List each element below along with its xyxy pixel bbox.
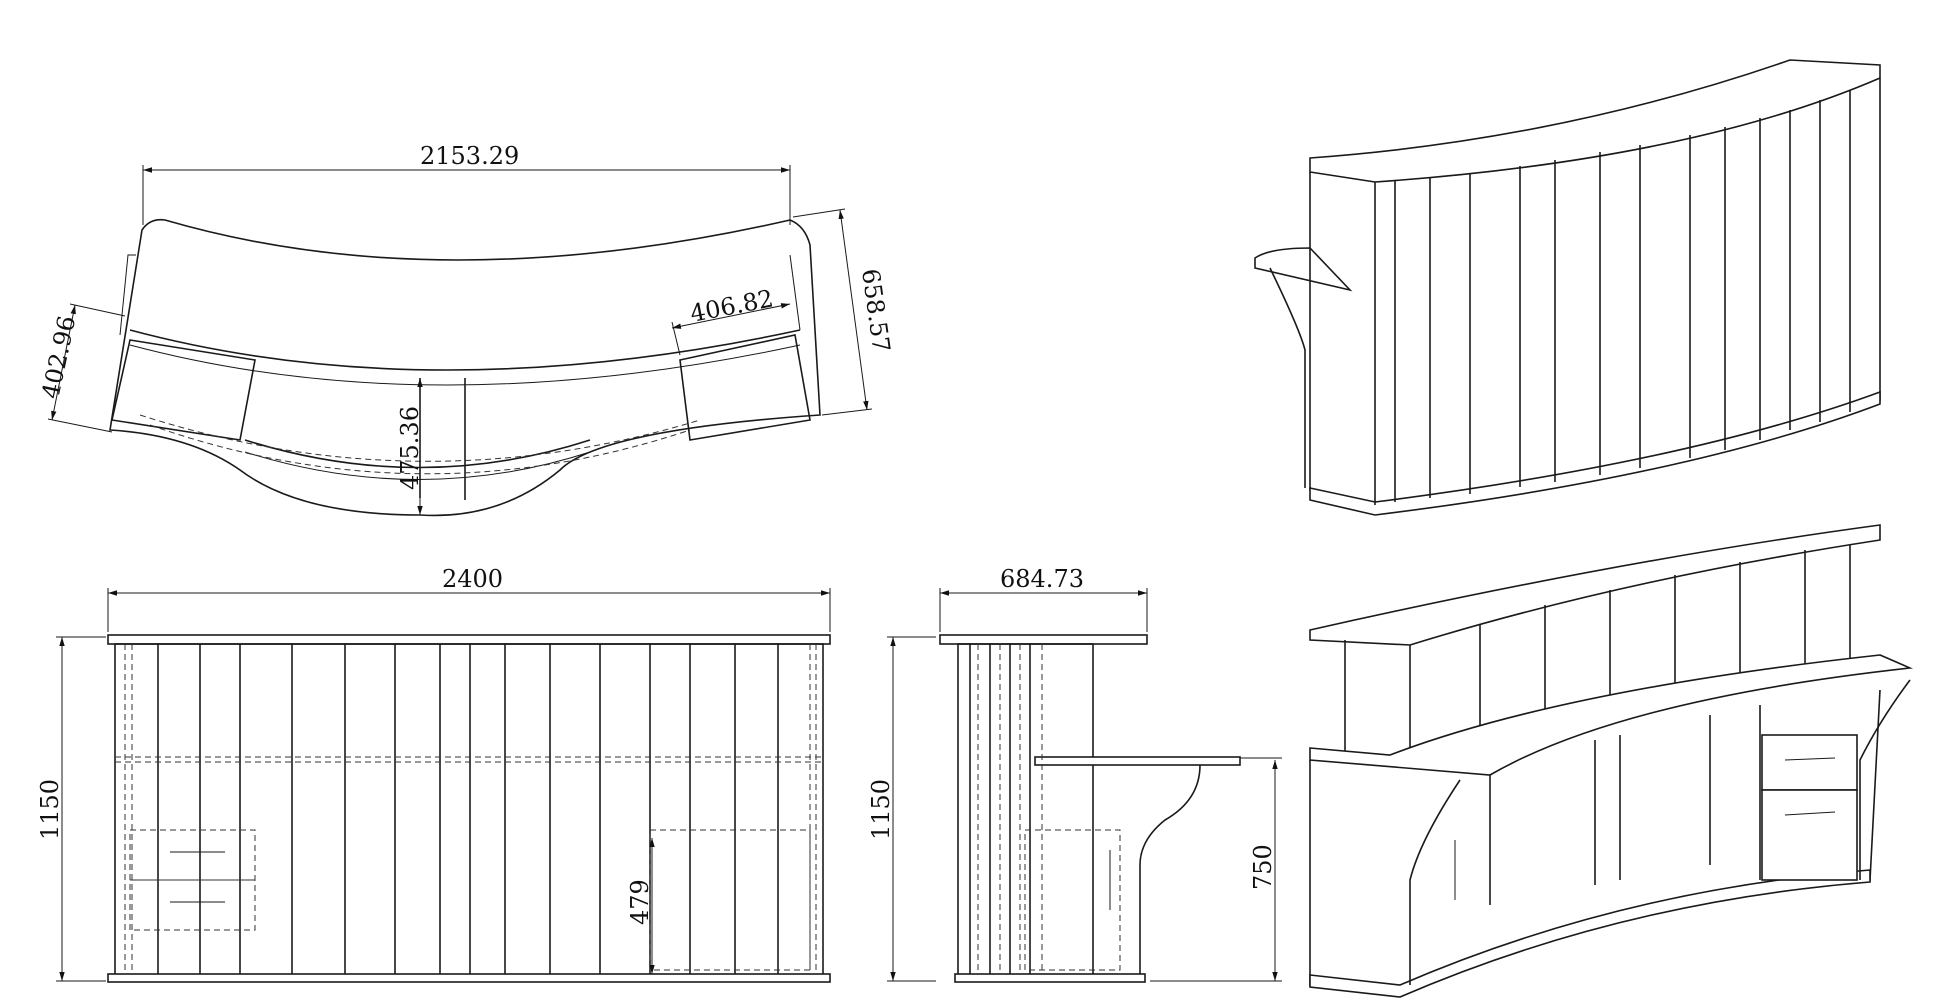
front-view: 2400 1150 479 (36, 565, 831, 983)
iso-drawer-bottom (1761, 789, 1858, 881)
dim-top-inner-depth: 475.36 (396, 406, 424, 490)
iso-back-slats (1374, 90, 1851, 505)
iso-drawer-top (1761, 734, 1858, 791)
dim-top-right-side: 406.82 (688, 284, 776, 328)
dim-front-height: 1150 (36, 779, 64, 840)
dim-top-width: 2153.29 (420, 142, 519, 170)
dim-side-height: 1150 (867, 779, 895, 840)
dim-side-counter-height: 750 (1249, 844, 1277, 890)
dim-top-depth: 658.57 (856, 267, 895, 354)
iso-view-front (1309, 524, 1914, 998)
top-view: 2153.29 658.57 402.96 406.82 475.36 (36, 142, 895, 517)
dim-front-width: 2400 (442, 565, 503, 593)
front-slats (157, 644, 779, 974)
dim-side-depth: 684.73 (1000, 565, 1084, 593)
dim-top-left-side: 402.96 (36, 313, 81, 401)
side-view: 684.73 1150 750 (867, 565, 1282, 983)
iso-view-back (1254, 59, 1881, 516)
dim-front-drawer-height: 479 (626, 879, 654, 925)
